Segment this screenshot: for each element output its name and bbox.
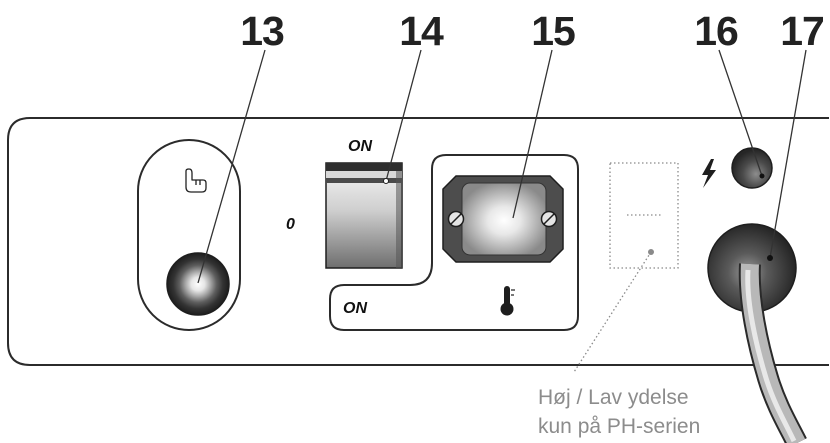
lightning-icon	[702, 159, 716, 188]
leader-14-dot	[383, 178, 389, 184]
leader-17	[769, 49, 807, 259]
leader-16	[718, 49, 763, 177]
screw-left-icon	[447, 210, 465, 228]
fuse-holder	[442, 175, 564, 263]
indicator-light	[731, 147, 773, 189]
main-switch-group: ON 0	[286, 138, 403, 269]
optional-selector-group: Høj / Lav ydelse kun på PH-serien	[538, 162, 700, 438]
push-button	[166, 252, 230, 316]
leader-14	[385, 49, 422, 182]
power-cable-highlight	[745, 269, 797, 443]
callout-15: 15	[531, 8, 575, 54]
push-button-group	[137, 139, 241, 331]
switch-on-label: ON	[348, 138, 372, 155]
leader-17-dot	[767, 255, 773, 261]
callout-14: 14	[399, 8, 444, 54]
thermal-cutout-outline	[329, 154, 579, 331]
leader-15	[512, 49, 553, 219]
fuse-cap	[461, 182, 547, 256]
cable-grommet-group	[707, 223, 807, 443]
note-leader	[573, 251, 652, 373]
push-button-capsule	[137, 139, 241, 331]
optional-selector-outline	[609, 162, 679, 269]
callout-17: 17	[780, 8, 824, 54]
leader-16-dot	[759, 173, 765, 179]
indicator-group	[702, 147, 773, 189]
callout-13: 13	[240, 8, 284, 54]
switch-off-label: 0	[286, 216, 295, 233]
leader-13	[197, 49, 266, 284]
callout-16: 16	[694, 8, 738, 54]
hand-pointer-icon	[185, 168, 207, 193]
panel-outline	[7, 117, 829, 366]
leader-lines	[197, 49, 807, 284]
note-line-2: kun på PH-serien	[538, 415, 700, 438]
thermal-on-label: ON	[343, 300, 367, 317]
thermal-cutout-group: ON	[329, 154, 579, 331]
note-line-1: Høj / Lav ydelse	[538, 386, 689, 409]
rocker-switch	[325, 162, 403, 269]
screw-right-icon	[540, 210, 558, 228]
thermometer-icon	[500, 286, 515, 316]
